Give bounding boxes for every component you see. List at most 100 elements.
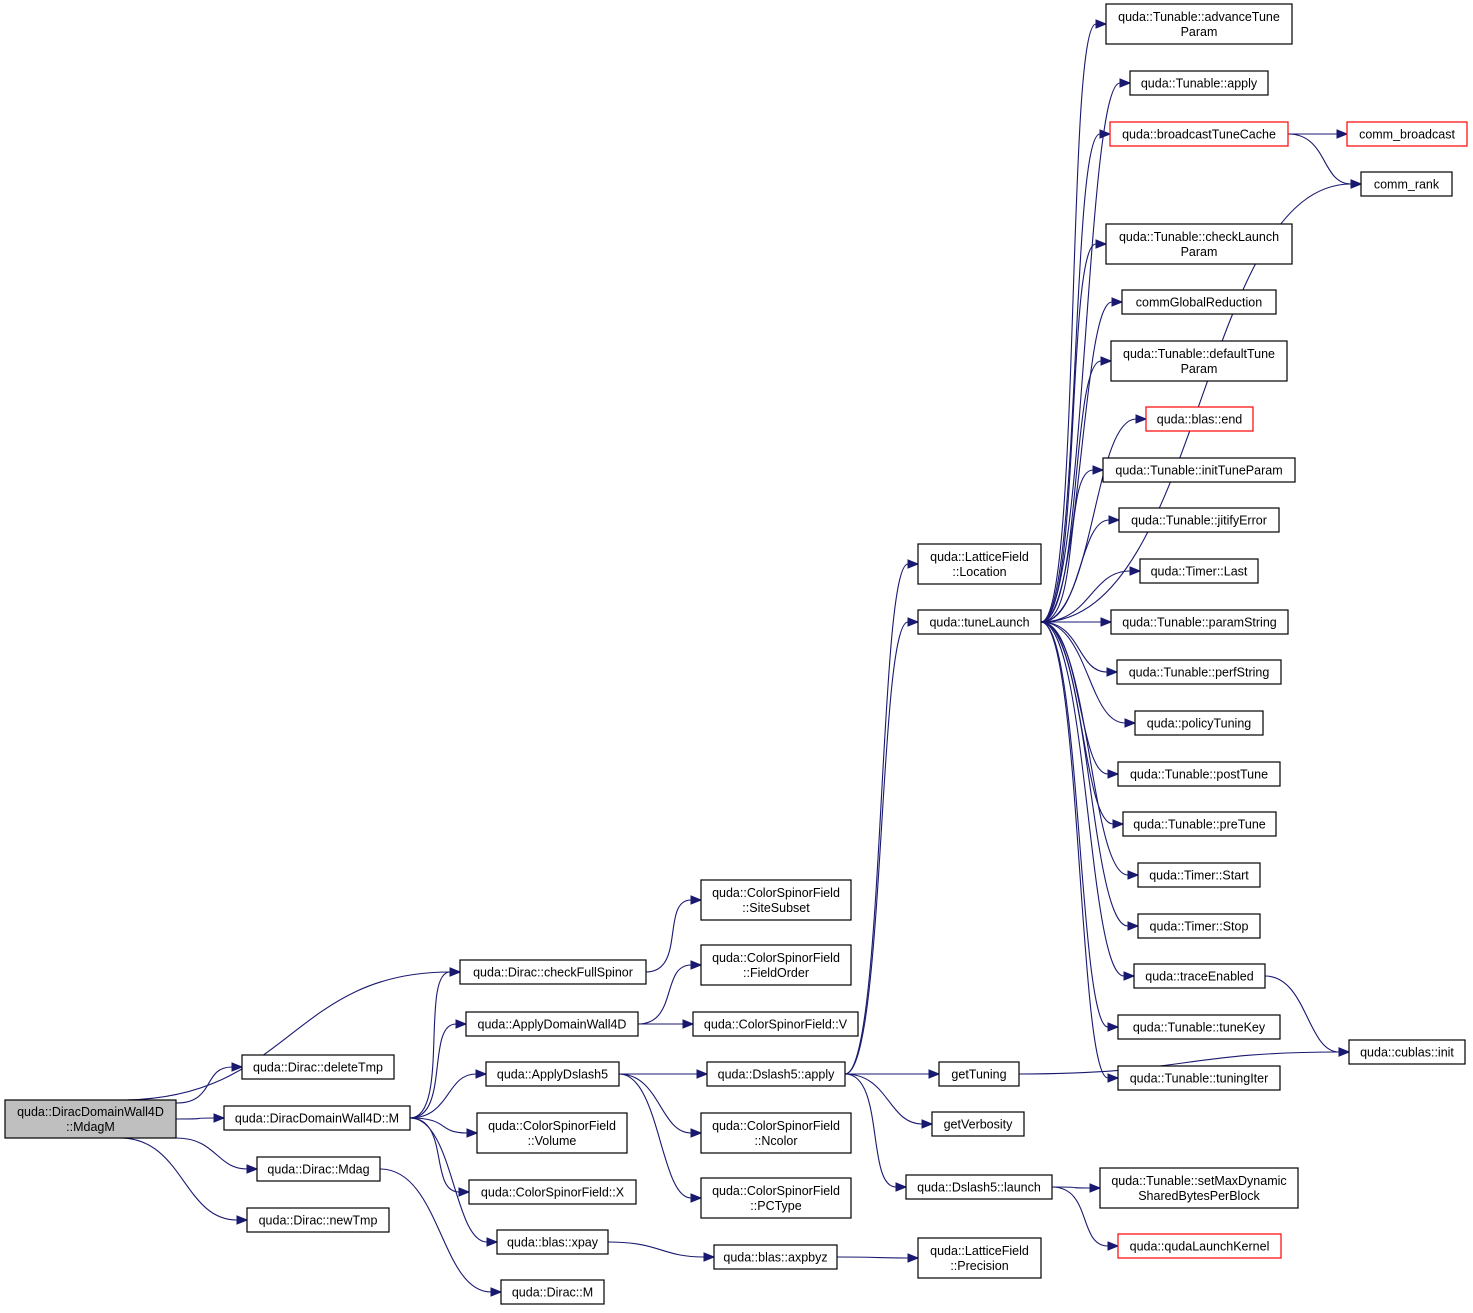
edge-line bbox=[1040, 418, 1137, 623]
node-Mdag[interactable]: quda::Dirac::Mdag bbox=[256, 1156, 381, 1182]
node-tuneKey[interactable]: quda::Tunable::tuneKey bbox=[1117, 1014, 1281, 1040]
node-applyDW4D[interactable]: quda::ApplyDomainWall4D bbox=[465, 1011, 639, 1037]
node-timerStart[interactable]: quda::Timer::Start bbox=[1137, 862, 1261, 888]
node-label: quda::Tunable::postTune bbox=[1130, 768, 1268, 782]
node-box bbox=[459, 959, 647, 985]
node-label: quda::LatticeField bbox=[930, 1244, 1029, 1258]
arrowhead-icon bbox=[921, 1119, 934, 1129]
edge-tuneLaunch-to-policyTuning bbox=[1040, 621, 1137, 728]
node-label: quda::Tunable::paramString bbox=[1122, 616, 1277, 630]
node-volume[interactable]: quda::ColorSpinorField::Volume bbox=[476, 1112, 628, 1154]
node-lfPrecision[interactable]: quda::LatticeField::Precision bbox=[917, 1237, 1042, 1279]
node-traceEnabled[interactable]: quda::traceEnabled bbox=[1133, 963, 1266, 989]
edge-line bbox=[1040, 23, 1097, 623]
node-d5apply[interactable]: quda::Dslash5::apply bbox=[706, 1061, 846, 1087]
node-initTune[interactable]: quda::Tunable::initTuneParam bbox=[1102, 457, 1296, 483]
node-newTmp[interactable]: quda::Dirac::newTmp bbox=[246, 1207, 390, 1233]
node-paramString[interactable]: quda::Tunable::paramString bbox=[1110, 609, 1289, 635]
edge-applyDslash5-to-ncolor bbox=[618, 1073, 703, 1138]
edge-line bbox=[379, 1168, 492, 1293]
edge-checkFullSpinor-to-siteSubset bbox=[645, 895, 703, 973]
node-fieldOrder[interactable]: quda::ColorSpinorField::FieldOrder bbox=[700, 944, 852, 986]
node-label: quda::policyTuning bbox=[1147, 717, 1252, 731]
node-timerLast[interactable]: quda::Timer::Last bbox=[1139, 558, 1259, 584]
edge-tuneLaunch-to-blasEnd bbox=[1040, 414, 1148, 623]
node-postTune[interactable]: quda::Tunable::postTune bbox=[1117, 761, 1281, 787]
node-label: quda::Tunable::perfString bbox=[1129, 666, 1270, 680]
edge-xpay-to-axpbyz bbox=[607, 1241, 716, 1262]
node-xpay[interactable]: quda::blas::xpay bbox=[496, 1229, 609, 1255]
node-label: quda::Tunable::advanceTune bbox=[1118, 10, 1280, 24]
node-csfX[interactable]: quda::ColorSpinorField::X bbox=[468, 1179, 637, 1205]
node-box bbox=[1117, 1233, 1282, 1259]
node-blasEnd[interactable]: quda::blas::end bbox=[1145, 406, 1254, 432]
edge-dwM-to-applyDslash5 bbox=[409, 1069, 488, 1119]
node-policyTuning[interactable]: quda::policyTuning bbox=[1134, 710, 1264, 736]
edge-line bbox=[175, 1117, 215, 1120]
node-ncolor[interactable]: quda::ColorSpinorField::Ncolor bbox=[700, 1112, 852, 1154]
node-tuneLaunch[interactable]: quda::tuneLaunch bbox=[917, 609, 1042, 635]
node-pctype[interactable]: quda::ColorSpinorField::PCType bbox=[700, 1177, 852, 1219]
node-checkFullSpinor[interactable]: quda::Dirac::checkFullSpinor bbox=[459, 959, 647, 985]
node-timerStop[interactable]: quda::Timer::Stop bbox=[1137, 913, 1261, 939]
node-lfLocation[interactable]: quda::LatticeField::Location bbox=[917, 543, 1042, 585]
edge-root-to-newTmp bbox=[119, 1137, 249, 1225]
node-cublasInit[interactable]: quda::cublas::init bbox=[1348, 1039, 1466, 1065]
node-label: quda::Dirac::Mdag bbox=[267, 1163, 369, 1177]
node-box bbox=[917, 1237, 1042, 1279]
node-root[interactable]: quda::DiracDomainWall4D::MdagM bbox=[4, 1099, 177, 1139]
edge-line bbox=[409, 1023, 457, 1119]
node-box bbox=[4, 1099, 177, 1139]
node-box bbox=[1121, 289, 1277, 315]
edge-dwM-to-csfX bbox=[409, 1117, 471, 1197]
edge-line bbox=[1264, 975, 1340, 1053]
node-siteSubset[interactable]: quda::ColorSpinorField::SiteSubset bbox=[700, 879, 852, 921]
arrowhead-icon bbox=[213, 1113, 226, 1123]
arrowhead-icon bbox=[1338, 1047, 1351, 1057]
node-box bbox=[1346, 121, 1468, 147]
node-commRank[interactable]: comm_rank bbox=[1360, 171, 1453, 197]
node-label: quda::Dirac::deleteTmp bbox=[253, 1061, 383, 1075]
node-axpbyz[interactable]: quda::blas::axpbyz bbox=[713, 1244, 838, 1270]
node-qudaLaunch[interactable]: quda::qudaLaunchKernel bbox=[1117, 1233, 1282, 1259]
edge-line bbox=[1040, 519, 1110, 623]
node-tuningIter[interactable]: quda::Tunable::tuningIter bbox=[1117, 1065, 1281, 1091]
edge-tuneLaunch-to-tuneKey bbox=[1040, 621, 1120, 1032]
node-preTune[interactable]: quda::Tunable::preTune bbox=[1122, 811, 1277, 837]
edge-line bbox=[1040, 621, 1129, 876]
arrowhead-icon bbox=[895, 1182, 908, 1192]
node-dwM[interactable]: quda::DiracDomainWall4D::M bbox=[223, 1105, 411, 1131]
node-setMaxDyn[interactable]: quda::Tunable::setMaxDynamicSharedBytesP… bbox=[1099, 1167, 1299, 1209]
node-perfString[interactable]: quda::Tunable::perfString bbox=[1116, 659, 1282, 685]
edge-getTuning-to-cublasInit bbox=[1018, 1047, 1351, 1075]
node-label: quda::ColorSpinorField::X bbox=[481, 1186, 625, 1200]
node-d5launch[interactable]: quda::Dslash5::launch bbox=[905, 1174, 1053, 1200]
node-diracM[interactable]: quda::Dirac::M bbox=[500, 1279, 605, 1305]
node-applyDslash5[interactable]: quda::ApplyDslash5 bbox=[485, 1061, 620, 1087]
node-box bbox=[1122, 811, 1277, 837]
node-csfV[interactable]: quda::ColorSpinorField::V bbox=[692, 1011, 859, 1037]
node-tApply[interactable]: quda::Tunable::apply bbox=[1129, 70, 1269, 96]
node-deleteTmp[interactable]: quda::Dirac::deleteTmp bbox=[241, 1054, 395, 1080]
node-getVerbosity[interactable]: getVerbosity bbox=[931, 1111, 1025, 1137]
node-label: quda::broadcastTuneCache bbox=[1122, 128, 1276, 142]
edges-layer bbox=[119, 19, 1363, 1297]
node-jitify[interactable]: quda::Tunable::jitifyError bbox=[1118, 507, 1280, 533]
edge-tuneLaunch-to-timerStop bbox=[1040, 621, 1140, 931]
node-getTuning[interactable]: getTuning bbox=[938, 1061, 1020, 1087]
node-commGlobal[interactable]: commGlobalReduction bbox=[1121, 289, 1277, 315]
node-label: quda::Tunable::jitifyError bbox=[1131, 514, 1267, 528]
arrowhead-icon bbox=[449, 967, 462, 977]
edge-line bbox=[844, 1073, 923, 1125]
node-label: quda::qudaLaunchKernel bbox=[1130, 1240, 1270, 1254]
node-box bbox=[700, 879, 852, 921]
edge-d5apply-to-getVerbosity bbox=[844, 1073, 934, 1129]
node-commBroadcast[interactable]: comm_broadcast bbox=[1346, 121, 1468, 147]
arrowhead-icon bbox=[907, 617, 920, 627]
edge-line bbox=[1051, 1186, 1091, 1189]
node-bcastTune[interactable]: quda::broadcastTuneCache bbox=[1109, 121, 1289, 147]
